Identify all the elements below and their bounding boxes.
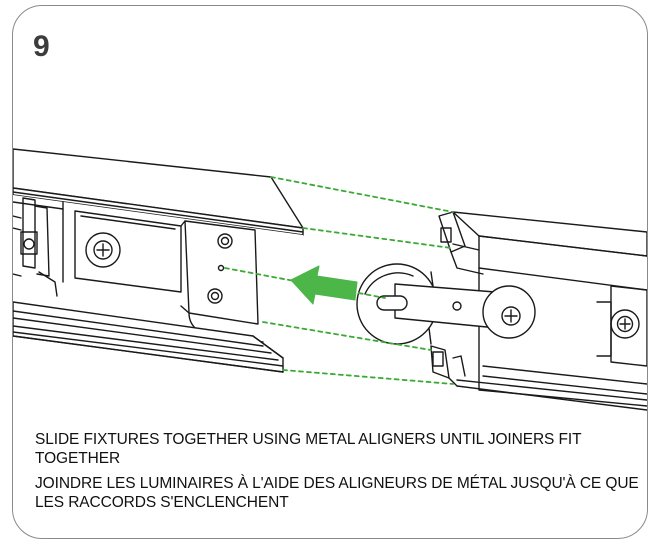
instruction-french: JOINDRE LES LUMINAIRES À L'AIDE DES ALIG… bbox=[35, 475, 639, 511]
left-arrow-icon bbox=[290, 265, 358, 305]
fixture-illustration bbox=[13, 148, 647, 411]
left-fixture bbox=[13, 148, 304, 373]
right-fixture bbox=[430, 211, 647, 411]
alignment-guides bbox=[224, 176, 454, 385]
joiner-bracket bbox=[356, 263, 536, 345]
instruction-captions: SLIDE FIXTURES TOGETHER USING METAL ALIG… bbox=[35, 430, 645, 518]
instruction-english: SLIDE FIXTURES TOGETHER USING METAL ALIG… bbox=[35, 431, 582, 467]
step-number: 9 bbox=[33, 30, 50, 63]
instruction-panel: 9 bbox=[12, 5, 648, 539]
